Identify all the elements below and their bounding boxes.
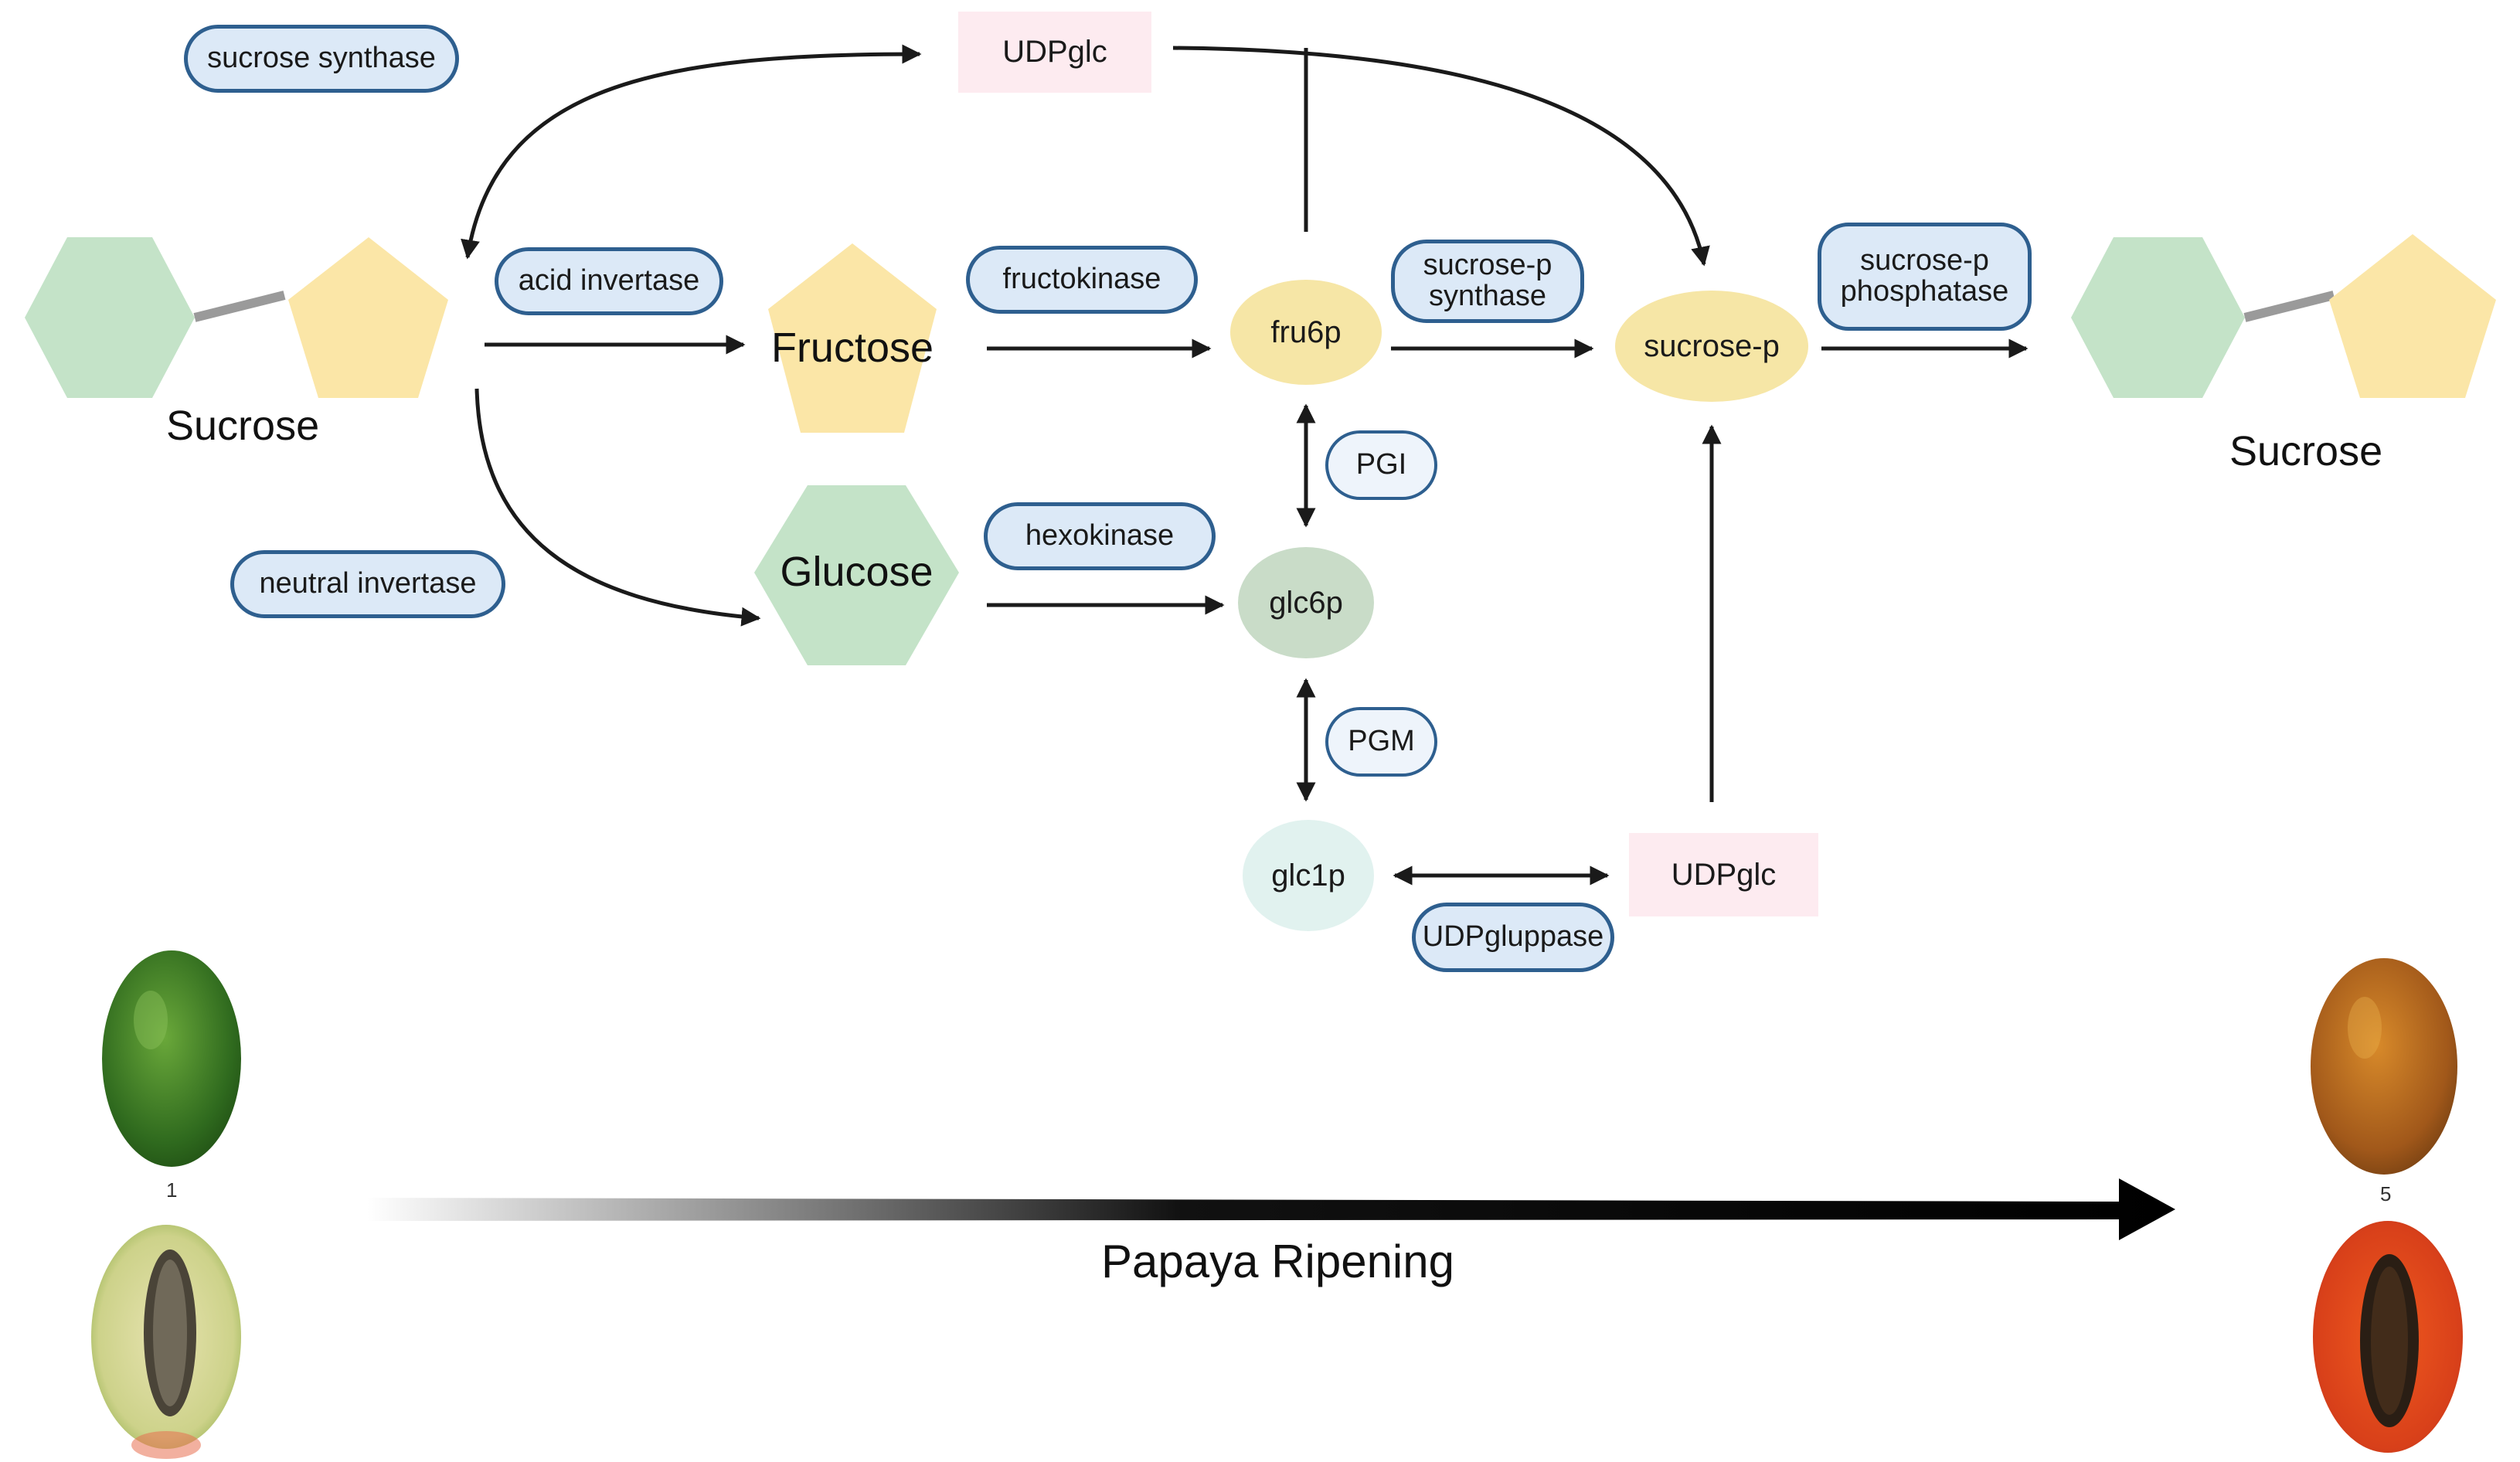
- glucose-hexagon: [754, 485, 959, 665]
- fru6p-label: fru6p: [1270, 314, 1342, 349]
- enzyme-acid-invertase: acid invertase: [495, 247, 723, 315]
- sucrose-left-label: Sucrose: [166, 403, 320, 449]
- papaya-ripe-half: [2313, 1221, 2463, 1453]
- glycosidic-bond-left: [193, 291, 286, 322]
- sucrose-right-molecule: [2071, 234, 2496, 398]
- fructose-ring-left: [288, 237, 448, 398]
- stage-end-number: 5: [2380, 1182, 2392, 1205]
- glucose-ring-right: [2071, 237, 2245, 398]
- sucrose-p-label: sucrose-p: [1644, 328, 1780, 363]
- enzyme-neutral-invertase: neutral invertase: [230, 550, 505, 618]
- arrow-sucrose-synthase-loop: [461, 44, 922, 260]
- stage-start-number: 1: [166, 1178, 178, 1202]
- glc1p-node: [1243, 820, 1374, 931]
- fructose-pentagon: [768, 243, 937, 433]
- enzyme-hexokinase: hexokinase: [984, 502, 1216, 570]
- glycosidic-bond-right: [2243, 291, 2335, 322]
- sucrose-right-label: Sucrose: [2229, 428, 2383, 474]
- arrows: [461, 44, 2029, 886]
- arrow-udpglc-to-sucrose-p: [1172, 46, 1710, 267]
- papaya-unripe-half: [91, 1225, 241, 1459]
- ripening-arrow: [367, 1178, 2175, 1240]
- arrow-neutral-invertase: [474, 388, 761, 627]
- fru6p-node: [1230, 280, 1382, 385]
- fructose-label: Fructose: [770, 325, 934, 371]
- enzyme-pgm: PGM: [1325, 707, 1437, 777]
- enzyme-sucrose-synthase: sucrose synthase: [184, 25, 459, 93]
- udpglc-top: UDPglc: [958, 12, 1151, 93]
- glucose-label: Glucose: [780, 549, 934, 595]
- enzyme-pgi: PGI: [1325, 430, 1437, 500]
- papaya-unripe-whole: [102, 950, 241, 1167]
- enzyme-fructokinase: fructokinase: [966, 246, 1198, 314]
- udpglc-bottom: UDPglc: [1629, 833, 1818, 916]
- glucose-ring-left: [25, 237, 195, 398]
- enzyme-udpgluppase: UDPgluppase: [1412, 903, 1614, 972]
- sucrose-left-molecule: [25, 237, 448, 398]
- enzyme-sucrose-p-synthase: sucrose-p synthase: [1391, 240, 1584, 323]
- papaya-ripening-label: Papaya Ripening: [1101, 1236, 1455, 1287]
- papaya-ripe-whole: [2311, 958, 2457, 1175]
- sucrose-p-node: [1615, 291, 1808, 402]
- glc6p-label: glc6p: [1269, 585, 1343, 620]
- enzyme-sucrose-p-phosphatase: sucrose-p phosphatase: [1818, 223, 2032, 331]
- glc6p-node: [1238, 547, 1374, 658]
- glc1p-label: glc1p: [1271, 858, 1345, 892]
- fructose-ring-right: [2329, 234, 2496, 398]
